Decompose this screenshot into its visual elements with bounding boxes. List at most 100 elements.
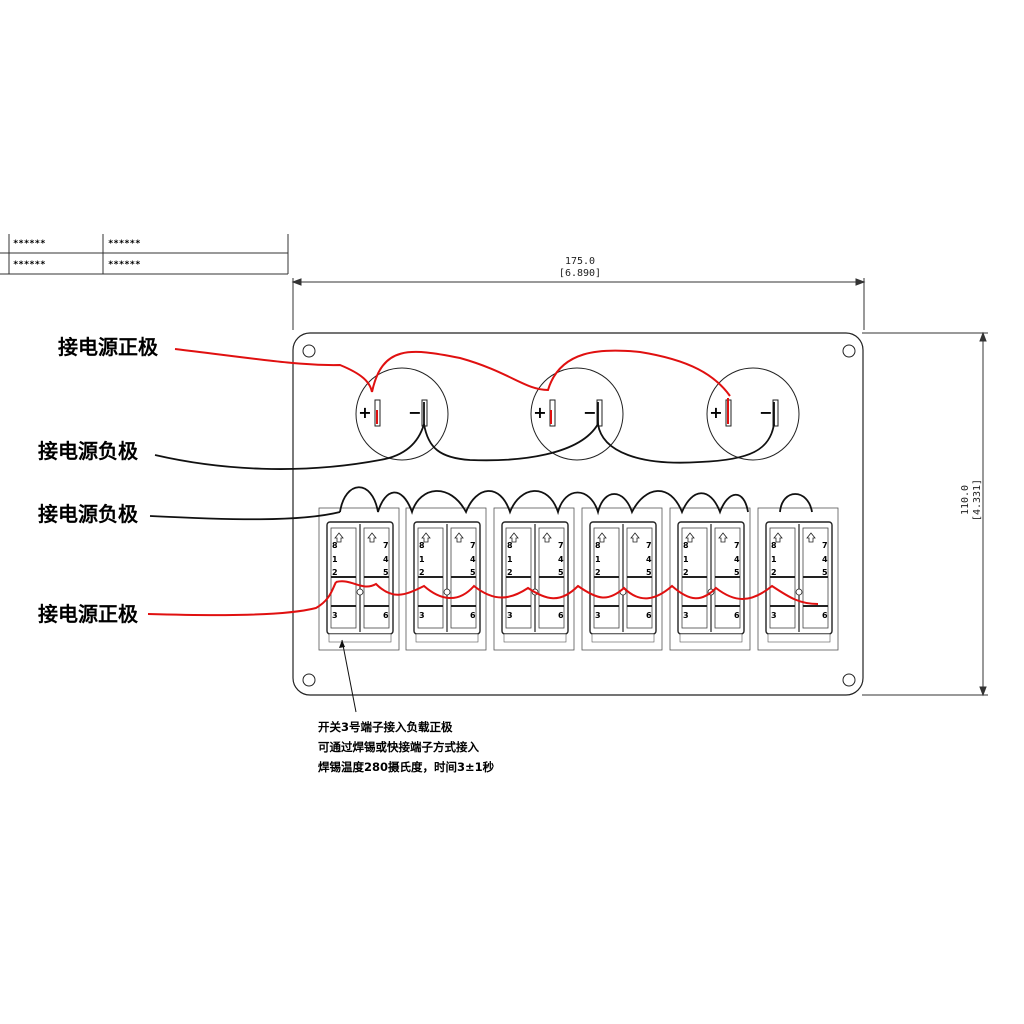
socket-ring (530, 367, 624, 461)
mounting-hole (302, 344, 316, 358)
switch-negative-loop (779, 493, 813, 513)
pin-label: 8 (771, 541, 777, 550)
pin-label: 2 (771, 568, 777, 577)
bottom-negative-label: 接电源负极 (38, 502, 139, 526)
pin-label: 2 (683, 568, 689, 577)
top-positive-label: 接电源正极 (58, 335, 159, 359)
pin-label: 5 (383, 568, 389, 577)
pin-label: 6 (734, 611, 740, 620)
socket-ring (355, 367, 449, 461)
switch-clip (503, 633, 567, 643)
pin-label: 3 (507, 611, 513, 620)
arrow-up-icon (718, 532, 728, 543)
note-leader-line (341, 639, 357, 713)
spec-table (0, 234, 289, 275)
arrow-up-icon (685, 532, 695, 543)
pin-label: 6 (470, 611, 476, 620)
arrow-up-icon (334, 532, 344, 543)
pin-label: 6 (558, 611, 564, 620)
pin-label: 1 (419, 555, 425, 564)
switch-led (795, 588, 803, 596)
socket-negative-blade (596, 399, 603, 427)
pin-label: 2 (332, 568, 338, 577)
switch-clip (328, 633, 392, 643)
pin-label: 5 (822, 568, 828, 577)
table-cell: ****** (13, 239, 46, 249)
width-in-label: [6.890] (559, 268, 601, 279)
bottom-positive-wire (147, 581, 337, 617)
mounting-hole (842, 344, 856, 358)
height-in-label: [4.331] (972, 479, 983, 521)
pin-label: 1 (595, 555, 601, 564)
switch-clip (591, 633, 655, 643)
pin-label: 4 (822, 555, 828, 564)
socket-minus-sign: − (759, 403, 772, 422)
switch-led (356, 588, 364, 596)
switch-clip (679, 633, 743, 643)
pin-label: 7 (470, 541, 476, 550)
power-socket: +− (530, 367, 624, 461)
pin-label: 4 (470, 555, 476, 564)
socket-positive-link (371, 349, 731, 397)
switch-positive-bus (335, 580, 819, 605)
socket-minus-sign: − (583, 403, 596, 422)
socket-minus-sign: − (408, 403, 421, 422)
rocker-switches: 8123745681237456812374568123745681237456… (318, 507, 839, 651)
pin-label: 8 (419, 541, 425, 550)
pin-label: 3 (595, 611, 601, 620)
bottom-positive-label: 接电源正极 (38, 602, 139, 626)
pin-label: 3 (332, 611, 338, 620)
table-cell: ****** (108, 260, 141, 270)
power-sockets: +−+−+− (355, 367, 800, 461)
socket-plus-sign: + (358, 403, 371, 422)
pin-label: 5 (646, 568, 652, 577)
pin-label: 3 (683, 611, 689, 620)
top-negative-wire (154, 423, 425, 470)
socket-negative-blade (772, 399, 779, 427)
pin-label: 1 (507, 555, 513, 564)
bottom-negative-wire (149, 511, 341, 521)
table-cell: ****** (108, 239, 141, 249)
note-arrowhead (339, 640, 345, 648)
pin-label: 1 (683, 555, 689, 564)
pin-label: 5 (558, 568, 564, 577)
arrow-up-icon (806, 532, 816, 543)
pin-label: 7 (646, 541, 652, 550)
pin-label: 2 (419, 568, 425, 577)
pin-label: 8 (595, 541, 601, 550)
width-dimension (291, 278, 866, 330)
pin-label: 6 (646, 611, 652, 620)
width-mm-label: 175.0 (565, 256, 595, 267)
arrow-up-icon (421, 532, 431, 543)
mounting-hole (842, 673, 856, 687)
arrow-up-icon (597, 532, 607, 543)
arrow-up-icon (454, 532, 464, 543)
socket-plus-sign: + (709, 403, 722, 422)
height-dimension (862, 331, 988, 697)
pin-label: 5 (734, 568, 740, 577)
top-positive-wire (174, 348, 373, 393)
arrow-up-icon (630, 532, 640, 543)
pin-label: 3 (419, 611, 425, 620)
arrow-up-icon (542, 532, 552, 543)
rocker-switch: 8 1 2 3 7 4 5 6 (405, 507, 487, 651)
pin-label: 5 (470, 568, 476, 577)
arrow-up-icon (509, 532, 519, 543)
pin-label: 7 (734, 541, 740, 550)
note-line-1: 开关3号端子接入负载正极 (318, 720, 453, 734)
arrow-up-icon (773, 532, 783, 543)
pin-label: 7 (383, 541, 389, 550)
positive-wires (147, 348, 819, 617)
table-cell: ****** (13, 260, 46, 270)
note-line-3: 焊锡温度280摄氏度，时间3±1秒 (318, 760, 495, 774)
pin-label: 7 (558, 541, 564, 550)
note-line-2: 可通过焊锡或快接端子方式接入 (318, 740, 479, 754)
power-socket: +− (706, 367, 800, 461)
pin-label: 6 (822, 611, 828, 620)
pin-label: 8 (683, 541, 689, 550)
